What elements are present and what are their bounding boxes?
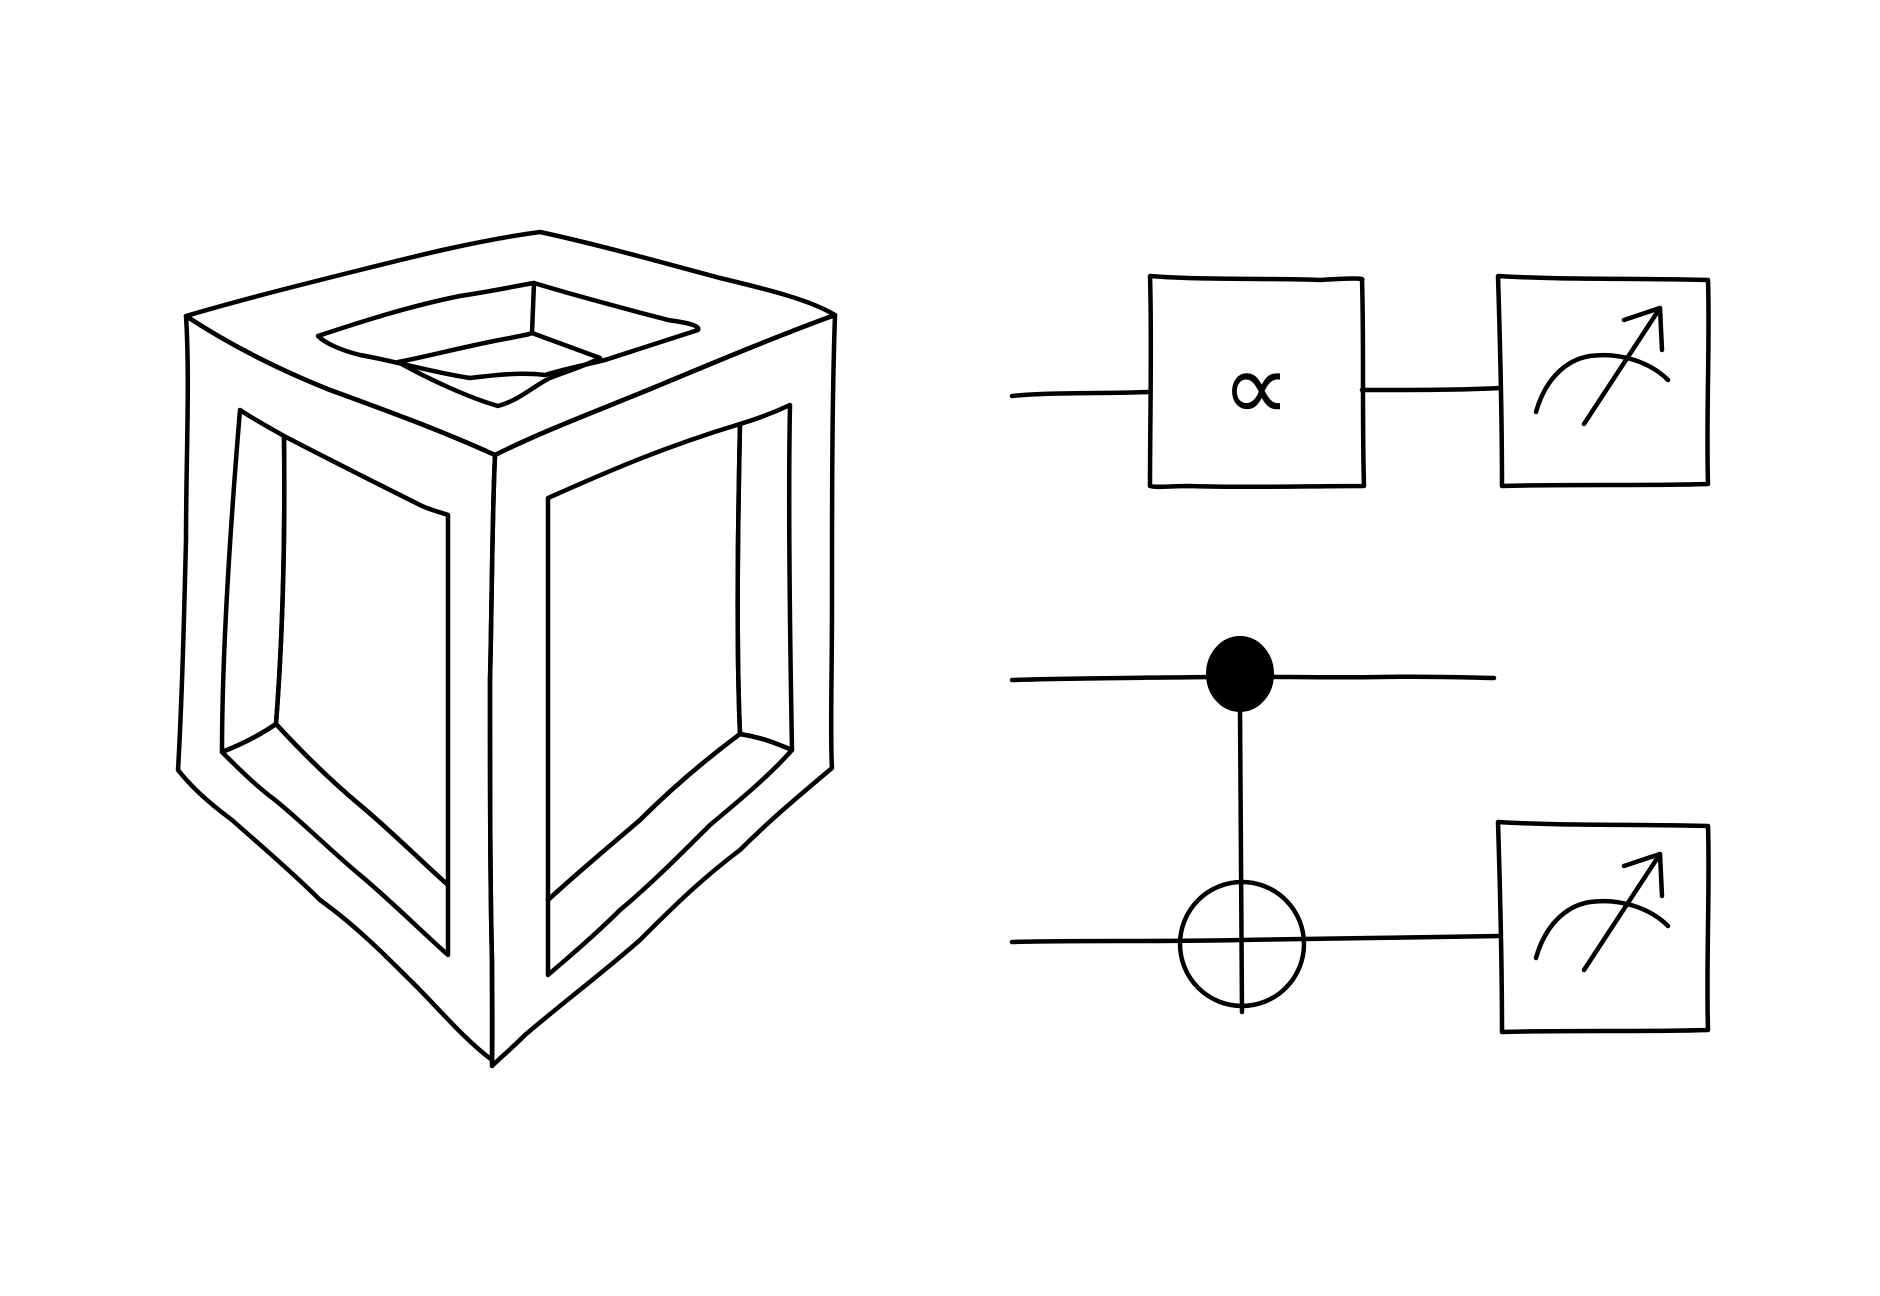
control-dot-icon — [1206, 636, 1274, 712]
measurement-gate-2[interactable] — [1495, 819, 1711, 1035]
cnot-gate[interactable] — [1177, 636, 1307, 1015]
measurement-meter-icon — [1533, 851, 1671, 973]
measurement-gate-1-box — [1495, 273, 1711, 489]
cube-top-inner — [315, 280, 701, 381]
rotation-gate-box — [1147, 273, 1367, 490]
quantum-circuit: ∝ — [1009, 273, 1711, 1035]
measurement-gate-2-box — [1495, 819, 1711, 1035]
target-oplus-icon — [1177, 879, 1307, 1009]
qubit-wire-1-left — [1009, 389, 1151, 399]
rotation-gate[interactable]: ∝ — [1147, 273, 1367, 490]
cube-left-window — [273, 433, 451, 888]
measurement-meter-icon — [1533, 305, 1671, 427]
cube-right-face — [487, 312, 838, 1069]
cube-top-inner-edge — [529, 280, 537, 336]
hollow-cube-frame-icon — [175, 229, 838, 1069]
cube-right-window — [545, 421, 743, 903]
cube-left-face — [175, 313, 498, 1063]
cnot-line — [1237, 705, 1245, 1015]
cube-top-window — [395, 330, 603, 409]
rotation-gate-label: ∝ — [1222, 331, 1291, 443]
measurement-gate-1[interactable] — [1495, 273, 1711, 489]
qubit-wire-1-middle — [1359, 385, 1503, 393]
